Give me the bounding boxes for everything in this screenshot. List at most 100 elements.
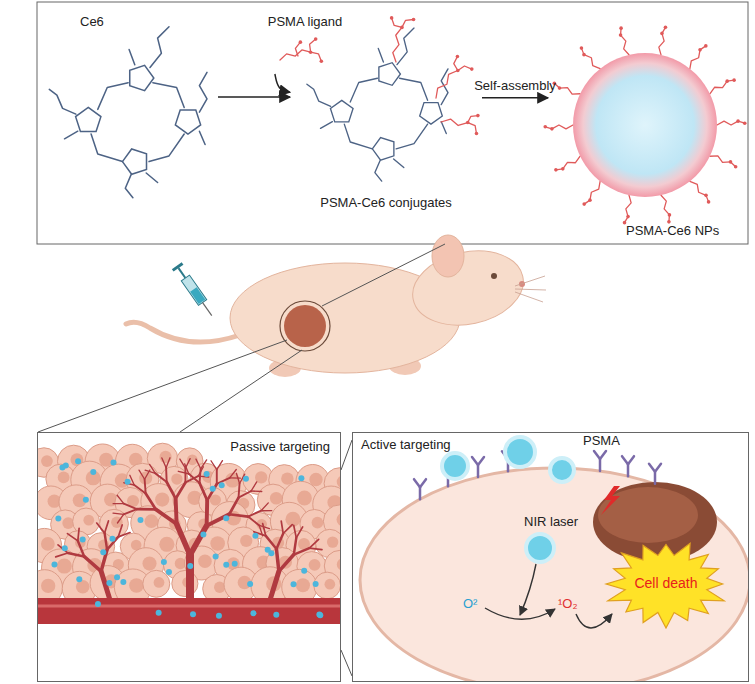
tumor-cell (143, 570, 170, 597)
blood-vessel (105, 533, 108, 550)
blood-vessel (186, 555, 194, 600)
bond-line (394, 159, 404, 168)
cell-nucleus (154, 577, 165, 588)
carboxyl-end (623, 221, 627, 225)
bond-line (307, 84, 331, 106)
nanoparticle-dot (204, 471, 210, 477)
cell-nucleus (210, 494, 221, 505)
blood-vessel (174, 499, 179, 524)
blood-vessel (283, 525, 292, 534)
psma-chain (392, 18, 402, 27)
bond-line (397, 28, 414, 65)
targeted-nanoparticle (505, 437, 535, 467)
bond-line (129, 50, 135, 65)
blood-vessel (270, 571, 279, 600)
cell-nucleus (240, 535, 252, 547)
leader-line (38, 340, 287, 432)
blood-vessel (134, 485, 145, 493)
blood-vessel (156, 509, 177, 524)
nanoparticle-dot (161, 559, 167, 565)
cell-nucleus (83, 515, 94, 526)
carboxyl-end (554, 168, 558, 172)
blood-vessel (309, 539, 318, 548)
nanoparticle-dot (51, 562, 57, 568)
nanoparticle-sphere (573, 53, 717, 197)
blood-vessel (229, 514, 248, 516)
panel-title: Passive targeting (230, 439, 330, 454)
cell-nucleus (327, 536, 338, 547)
psma-receptor (472, 457, 484, 477)
bond-line (400, 78, 428, 100)
pyrrole-ring (122, 149, 146, 174)
cell-nucleus (41, 537, 55, 551)
pyrrole-ring (175, 110, 200, 134)
nanoparticle-dot (210, 486, 216, 492)
pyrrole-ring (330, 100, 353, 122)
blood-vessel (279, 555, 294, 572)
blood-vessel (167, 482, 176, 499)
blood-vessel (211, 461, 217, 470)
pyrrole-ring (420, 103, 443, 125)
blood-vessel (217, 461, 223, 470)
psma-receptor (622, 456, 634, 476)
cell-nucleus (297, 491, 312, 506)
receptor-arms (649, 464, 661, 472)
blood-vessel (261, 510, 272, 511)
blood-vessel (146, 493, 156, 509)
cell-nucleus (312, 517, 324, 529)
cell-nucleus (337, 476, 340, 489)
bond-line (378, 49, 383, 63)
nanoparticle-dot (83, 497, 89, 503)
carboxyl-end (704, 44, 708, 48)
reaction-arrow (520, 564, 536, 615)
cell-nucleus (159, 451, 171, 463)
blood-vessel (124, 509, 137, 514)
blood-vessel (205, 500, 209, 525)
molecule-node: PSMA-Ce6 NPs (548, 30, 748, 242)
blood-vessel (124, 504, 137, 510)
receptor-arms (594, 451, 606, 459)
nanoparticle-dot (213, 553, 219, 559)
psma-chain (621, 35, 629, 55)
blood-vessel (248, 511, 261, 517)
blood-vessel (177, 524, 190, 555)
receptor-stem (654, 472, 657, 484)
bond-line (149, 134, 184, 162)
blood-vessel (165, 468, 167, 482)
cell-nucleus (57, 558, 72, 573)
node-label: PSMA ligand (262, 14, 348, 29)
tumor (284, 305, 326, 347)
psma-groups (390, 16, 480, 135)
annotation-label: O² (463, 596, 477, 611)
mouse-whisker (515, 289, 546, 290)
psma-chain (690, 181, 706, 195)
nucleus-highlight (598, 487, 698, 543)
carboxyl-end (734, 165, 738, 169)
carboxyl-end (580, 46, 584, 50)
tumor-cell (224, 567, 258, 601)
cell-nucleus (142, 557, 156, 571)
psma-chain (295, 42, 300, 56)
psma-chain (563, 156, 580, 169)
targeted-nanoparticle (550, 458, 574, 482)
blood-vessel (145, 479, 146, 493)
blood-vessel (281, 521, 283, 534)
targeted-nanoparticle (526, 534, 554, 562)
blood-vessel (117, 495, 124, 503)
psma-chain (310, 39, 316, 52)
node-label: PSMA-Ce6 conjugates (290, 195, 482, 210)
blood-vessel (200, 483, 208, 500)
nucleus (593, 482, 717, 562)
carboxyl-end (456, 55, 460, 59)
panel-box: Active targetingCell death (352, 432, 749, 682)
nanoparticle-dot (106, 580, 112, 586)
psma-chain (717, 121, 738, 125)
nanoparticle-dot (252, 533, 258, 539)
molecule-node: PSMA ligand (262, 10, 348, 74)
node-label: Ce6 (80, 14, 104, 29)
blood-vessel (251, 490, 262, 492)
carboxyl-end (543, 125, 547, 129)
reaction-arrow (576, 614, 612, 628)
receptor-arms (472, 457, 484, 465)
nanoparticle-dot (75, 458, 81, 464)
